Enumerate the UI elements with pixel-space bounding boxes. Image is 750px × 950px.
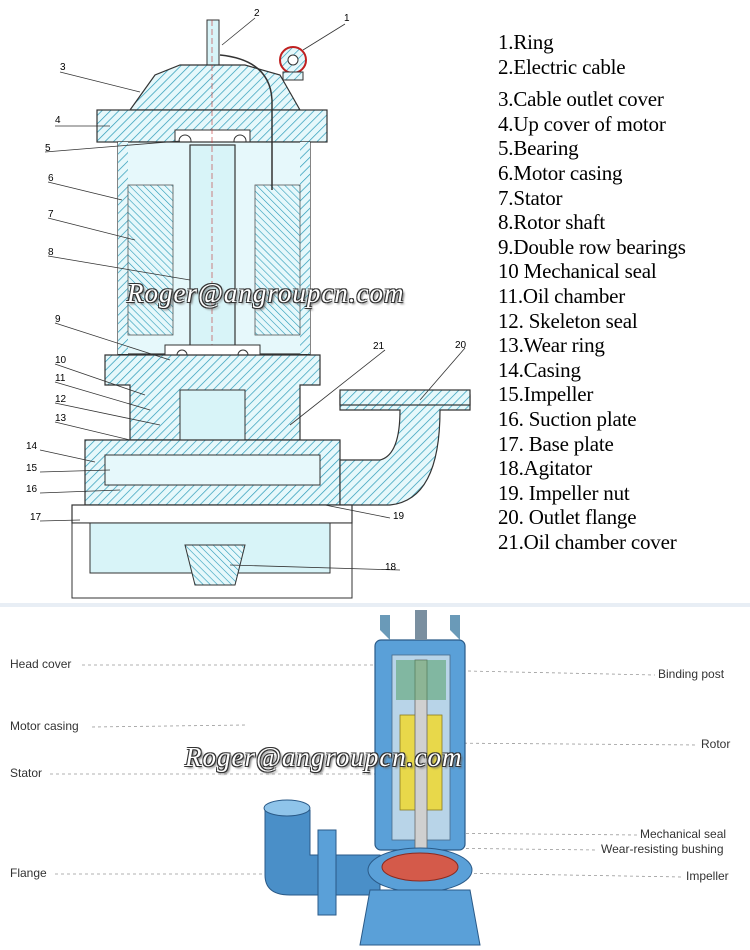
technical-drawing-panel: 1 2 3 4 5 6 7 8 9 10 11 12 13 14 15 16 1… <box>26 8 748 599</box>
part-item: 16. Suction plate <box>498 406 637 431</box>
panel-divider <box>0 603 750 607</box>
part-item: 21.Oil chamber cover <box>498 529 677 554</box>
flange <box>317 829 337 916</box>
callout-16: 16 <box>26 484 38 495</box>
part-item: 18.Agitator <box>498 456 593 481</box>
callout-3: 3 <box>60 62 66 73</box>
callout-21: 21 <box>373 341 385 352</box>
part-item: 14.Casing <box>498 357 581 382</box>
label-head-cover: Head cover <box>10 657 72 671</box>
callout-19: 19 <box>393 511 405 522</box>
callout-5: 5 <box>45 143 51 154</box>
label-flange: Flange <box>10 866 47 880</box>
part-item: 8.Rotor shaft <box>498 210 606 235</box>
impeller-red <box>381 852 459 882</box>
watermark-top: Roger@angroupcn.com <box>127 278 405 308</box>
pump-section-drawing <box>39 17 471 599</box>
callout-6: 6 <box>48 173 54 184</box>
callout-20: 20 <box>455 340 467 351</box>
pump-base <box>359 889 481 946</box>
cable-outlet-cover <box>128 64 302 111</box>
outlet-elbow <box>339 394 471 506</box>
callout-4: 4 <box>55 115 61 126</box>
impeller <box>104 454 321 486</box>
callout-12: 12 <box>55 394 67 405</box>
part-item: 10 Mechanical seal <box>498 259 657 284</box>
callout-13: 13 <box>55 413 67 424</box>
cable-gland <box>206 19 220 71</box>
callout-18: 18 <box>385 562 397 573</box>
part-item: 19. Impeller nut <box>498 480 630 505</box>
part-item: 12. Skeleton seal <box>498 308 638 333</box>
callout-17: 17 <box>30 512 42 523</box>
callout-15: 15 <box>26 463 38 474</box>
binding-post-area <box>396 660 446 700</box>
part-item: 20. Outlet flange <box>498 505 637 530</box>
part-item: 15.Impeller <box>498 382 594 407</box>
callout-14: 14 <box>26 441 38 452</box>
callout-2: 2 <box>254 8 260 19</box>
agitator <box>184 544 246 586</box>
part-item: 11.Oil chamber <box>498 283 626 308</box>
part-item: 1.Ring <box>498 30 554 54</box>
part-item: 17. Base plate <box>498 431 614 456</box>
callout-1: 1 <box>344 13 350 24</box>
label-mechanical-seal: Mechanical seal <box>640 827 727 841</box>
part-item: 5.Bearing <box>498 136 579 161</box>
part-item: 9.Double row bearings <box>498 234 686 259</box>
label-wear-bushing: Wear-resisting bushing <box>601 842 724 856</box>
cutaway-panel: Head cover Motor casing Stator Flange Bi… <box>0 605 750 950</box>
label-stator: Stator <box>10 766 43 780</box>
ring-icon <box>279 46 307 81</box>
part-item: 6.Motor casing <box>498 160 623 185</box>
callout-8: 8 <box>48 247 54 258</box>
part-item: 3.Cable outlet cover <box>498 87 664 112</box>
label-binding-post: Binding post <box>658 667 725 681</box>
callout-7: 7 <box>48 209 54 220</box>
label-motor-casing: Motor casing <box>10 719 79 733</box>
stator-left <box>127 184 174 336</box>
part-item: 13.Wear ring <box>498 333 605 358</box>
part-item: 4.Up cover of motor <box>498 111 666 136</box>
callout-11: 11 <box>55 373 66 384</box>
part-item: 2.Electric cable <box>498 54 626 79</box>
stator-right <box>254 184 301 336</box>
label-impeller: Impeller <box>686 869 729 883</box>
base-plate <box>71 504 353 524</box>
callout-10: 10 <box>55 355 67 366</box>
watermark-bottom: Roger@angroupcn.com <box>185 742 463 772</box>
parts-list: 1.Ring 2.Electric cable 3.Cable outlet c… <box>498 30 748 554</box>
part-item: 7.Stator <box>498 185 563 210</box>
outlet-pipe <box>264 809 381 896</box>
callout-9: 9 <box>55 314 61 325</box>
outlet-flange <box>339 389 471 406</box>
pump-cutaway <box>50 610 699 946</box>
label-rotor: Rotor <box>701 737 731 751</box>
